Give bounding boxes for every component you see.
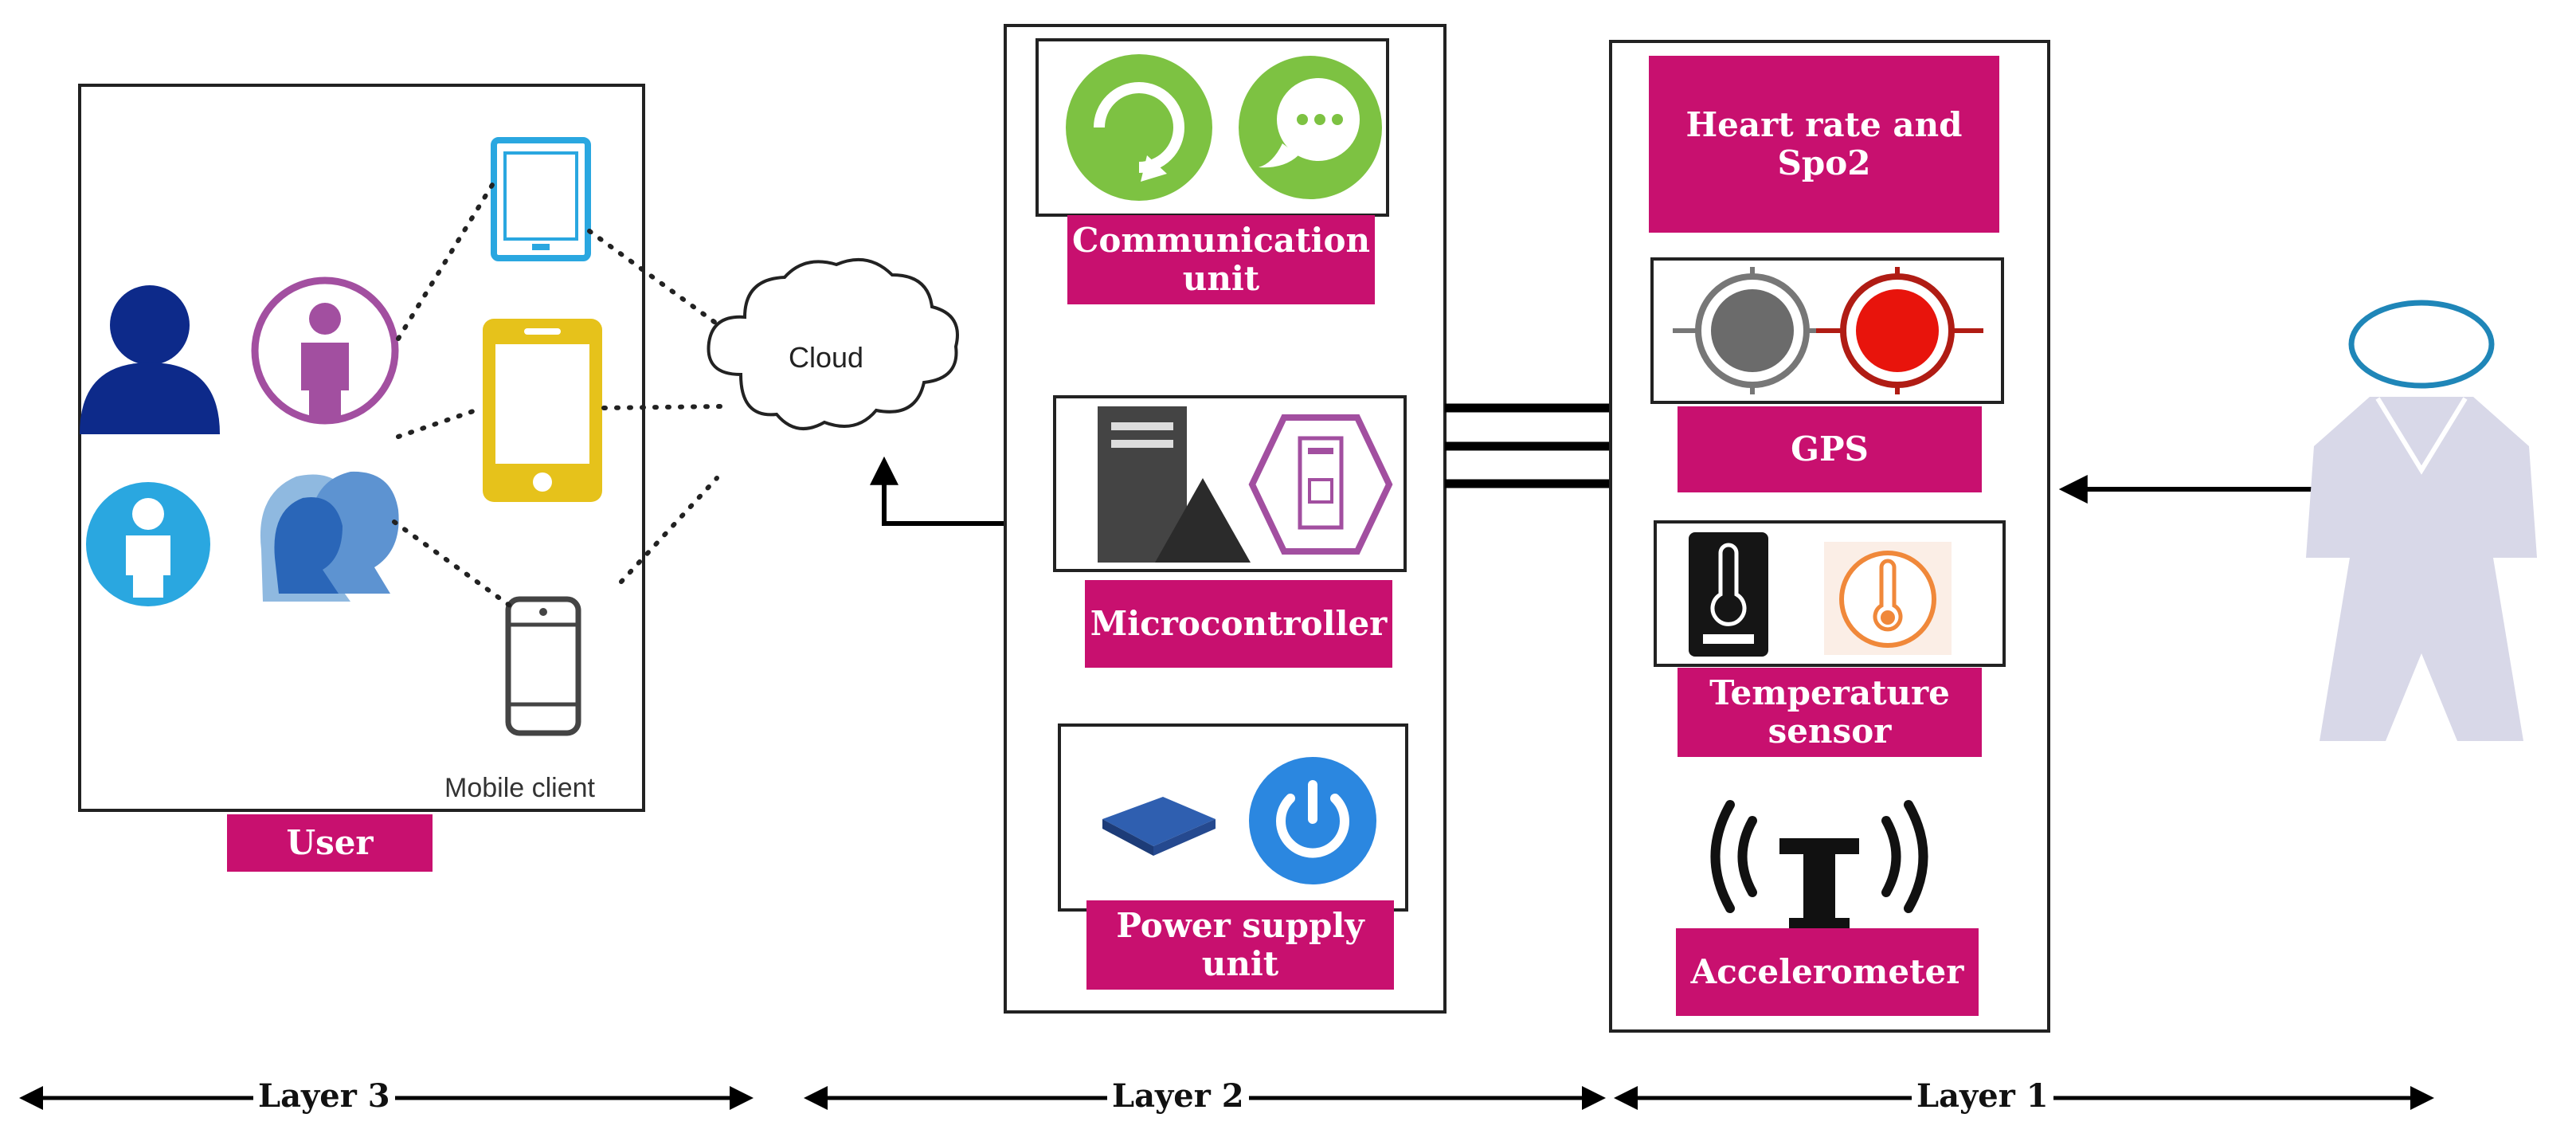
communication-label: Communication unit [1067,215,1375,304]
server-tower-icon [1098,406,1251,563]
antenna-signal-icon [1710,800,1928,931]
chip-hexagon-icon [1248,414,1393,555]
thermometer-dark-icon [1689,532,1768,657]
gps-target-red-icon [1816,267,1983,394]
power-supply-label: Power supply unit [1086,900,1394,990]
smartphone-yellow-icon [483,319,602,502]
dotted-connectors [392,182,723,608]
layer1-axis-label: Layer 1 [1912,1077,2053,1115]
user-dark-icon [80,285,220,434]
layer2-axis-label: Layer 2 [1107,1077,1249,1115]
user-circle-blue-icon [86,482,210,606]
layer3-axis-label: Layer 3 [253,1077,395,1115]
gps-label: GPS [1678,406,1982,492]
microcontroller-to-cloud-arrow [870,456,1005,526]
smartphone-outline-icon [505,596,581,736]
cloud-label: Cloud [789,341,864,374]
tablet-icon [491,137,591,261]
data-bus-lines [1445,403,1617,488]
microcontroller-label: Microcontroller [1085,580,1392,668]
heart-rate-label: Heart rate and Spo2 [1649,56,1999,233]
user-circle-purple-icon [251,276,399,425]
sync-icon [1066,54,1212,201]
chat-bubble-icon [1239,56,1382,199]
user-group-icon [260,471,399,602]
power-icon [1249,757,1376,884]
patient-figure-icon [2306,300,2537,741]
gps-target-gray-icon [1673,267,1850,394]
user-label: User [227,814,433,872]
accelerometer-label: Accelerometer [1676,928,1979,1016]
thermometer-orange-icon [1824,542,1952,655]
circuit-board-icon [1102,797,1216,856]
cloud-icon [707,257,959,430]
mobile-client-label: Mobile client [444,773,595,803]
temperature-label: Temperature sensor [1678,668,1982,757]
